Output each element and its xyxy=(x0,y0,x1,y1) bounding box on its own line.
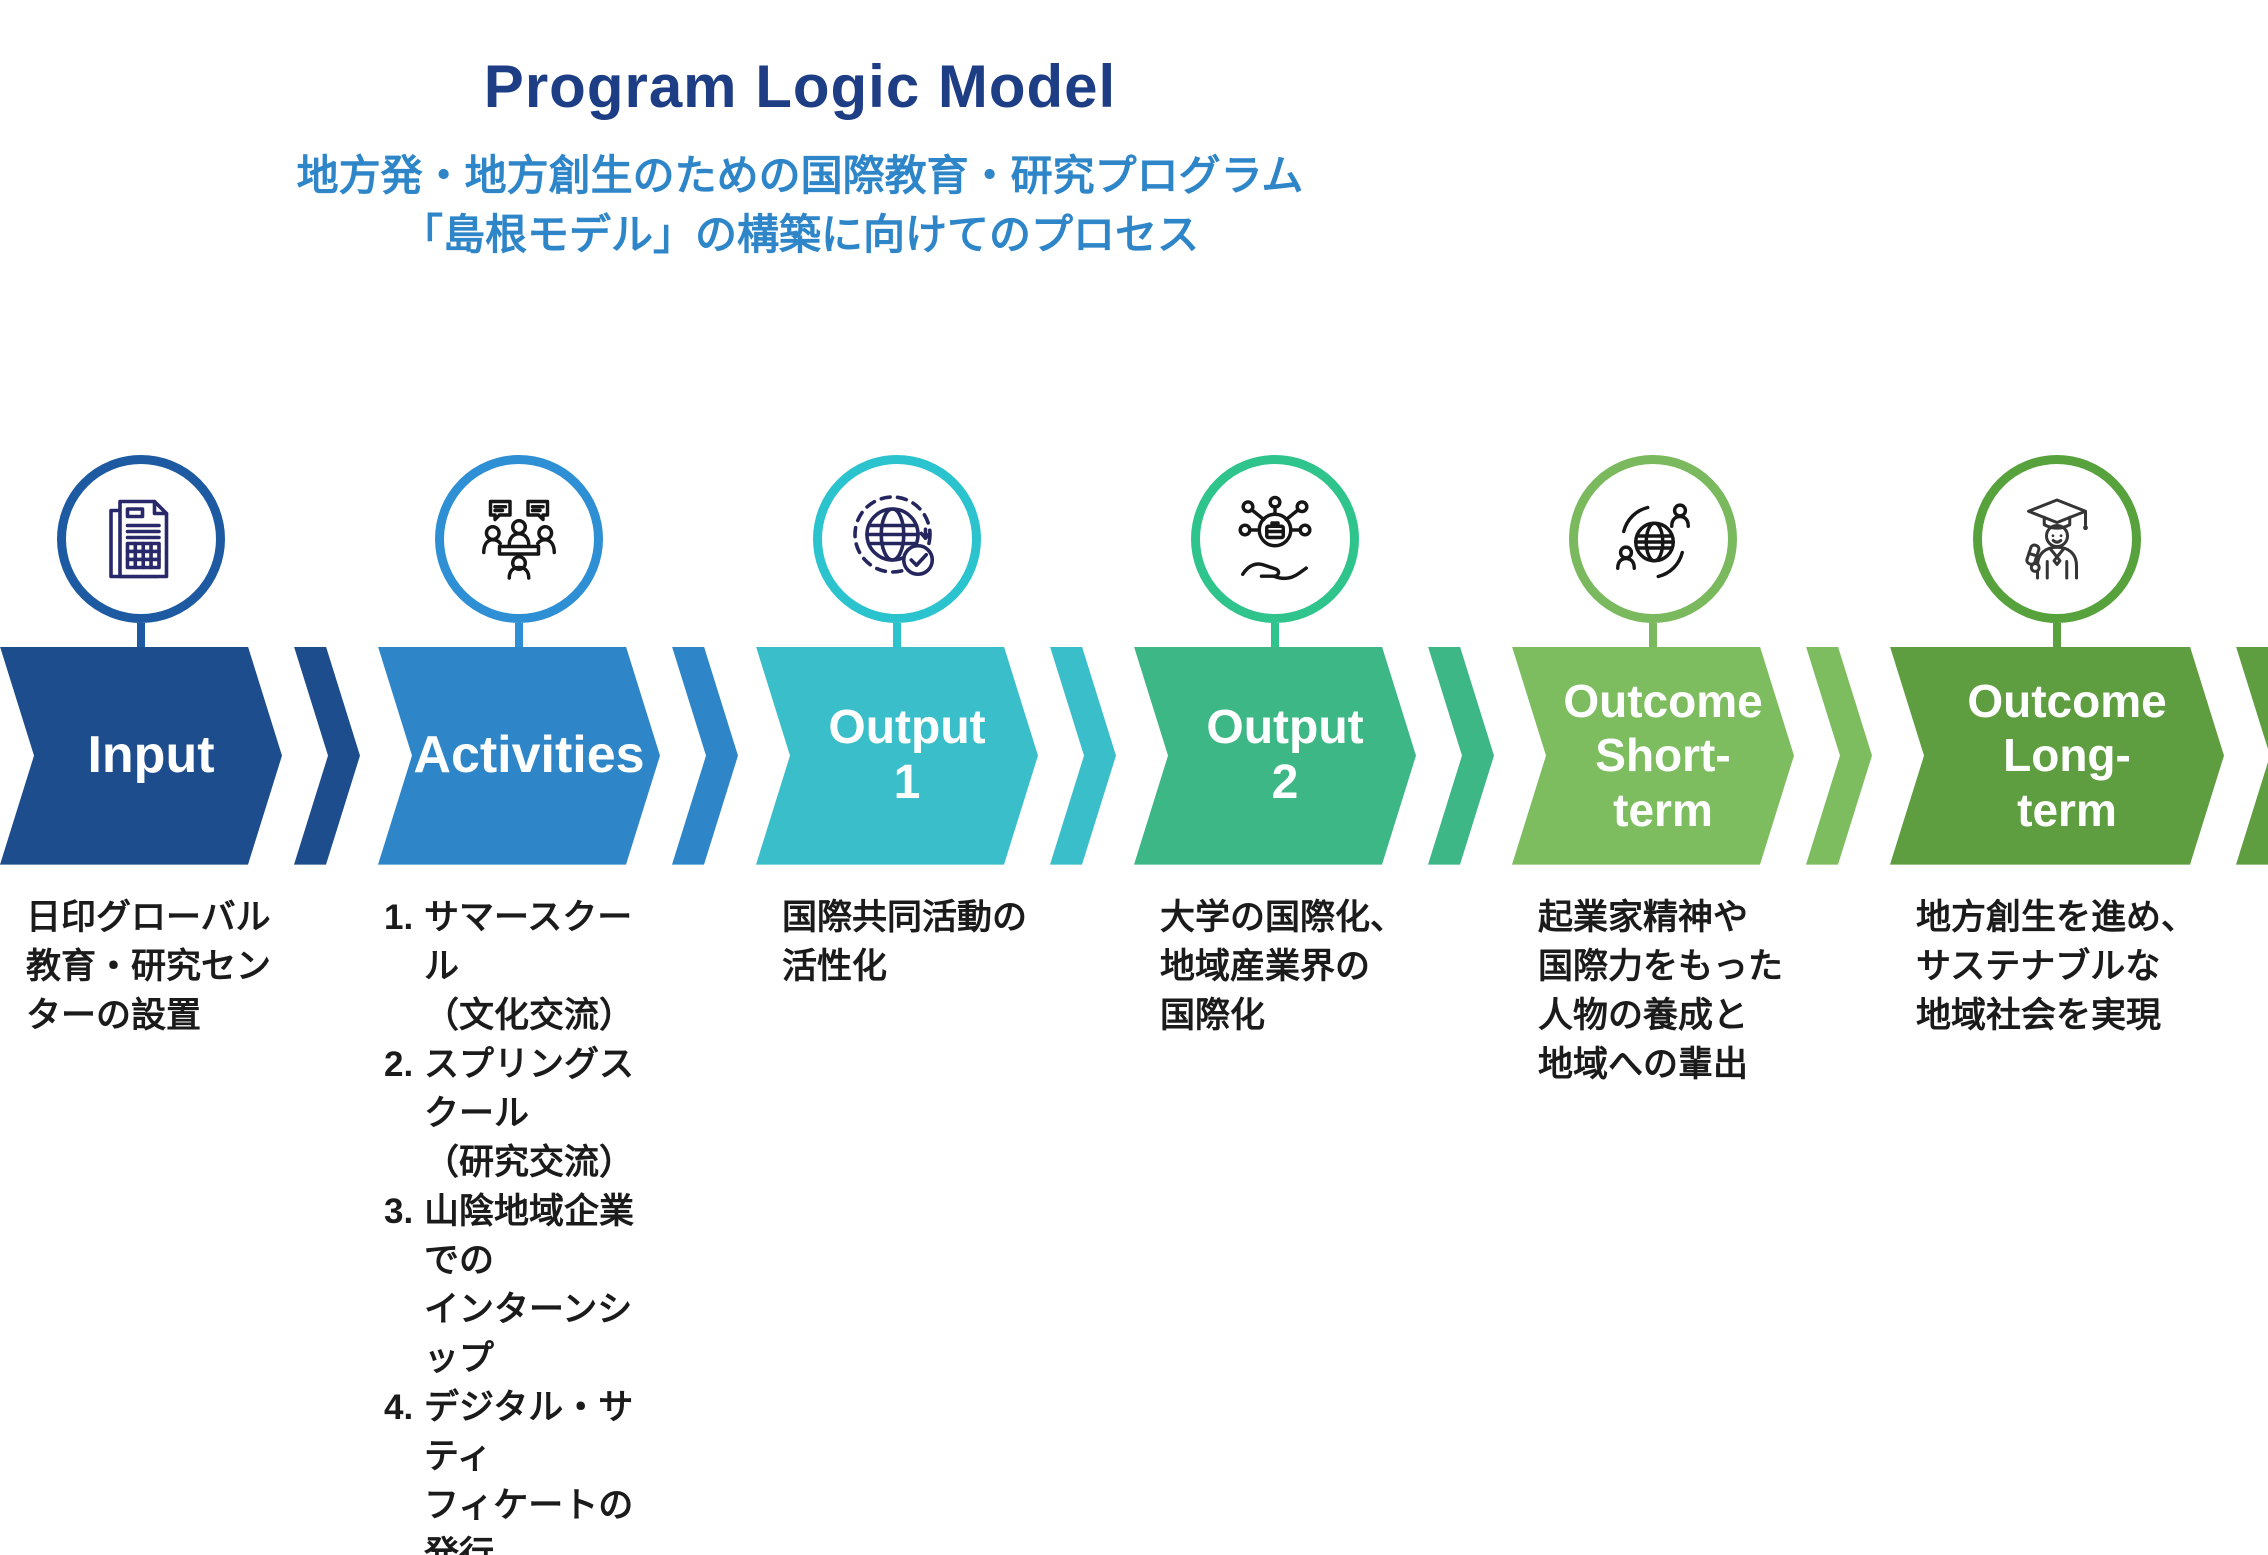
activities-arrow-label: Activities xyxy=(413,725,645,784)
stage-outcome-short-main: Outcome Short- term 起業家精神や 国際力をもった 人物の養成… xyxy=(1512,454,1794,1089)
stage-activities-main: Activities 1. サマースクール （文化交流） 2. スプリングスクー… xyxy=(378,454,660,1555)
outcome-long-arrow-label: Outcome Long- term xyxy=(1967,675,2167,836)
list-item-number: 4. xyxy=(384,1387,414,1427)
input-icon-circle xyxy=(57,454,225,623)
input-description: 日印グローバル 教育・研究セン ターの設置 xyxy=(26,897,272,1035)
outcome-long-icon-circle xyxy=(1973,454,2141,623)
page-subtitle: 地方発・地方創生のための国際教育・研究プログラム 「島根モデル」の構築に向けての… xyxy=(296,152,1304,258)
list-item-text: デジタル・サティ フィケートの発行 xyxy=(424,1387,634,1555)
activities-list-item: 1. サマースクール （文化交流） xyxy=(384,893,660,1040)
stage-output-1-main: Output 1 国際共同活動の 活性化 xyxy=(756,454,1038,991)
outcome-long-arrow: Outcome Long- term xyxy=(1890,647,2224,865)
output-1-tail-chevron xyxy=(1050,646,1116,865)
global-people-icon xyxy=(1616,502,1690,578)
output-2-arrow: Output 2 xyxy=(1134,647,1416,865)
outcome-short-icon-circle xyxy=(1569,454,1737,623)
graduate-icon xyxy=(2025,498,2088,580)
process-flow: Input 日印グローバル 教育・研究セン ターの設置 xyxy=(0,454,2268,1555)
stage-outcome-long-term: Outcome Long- term 地方創生を進め、 サステナブルな 地域社会… xyxy=(1890,454,2268,1555)
output-1-arrow-label: Output 1 xyxy=(828,700,986,809)
activities-icon-circle xyxy=(435,454,603,623)
connector-line xyxy=(2053,622,2061,647)
outcome-long-description: 地方創生を進め、 サステナブルな 地域社会を実現 xyxy=(1916,897,2197,1035)
stage-input-main: Input 日印グローバル 教育・研究セン ターの設置 xyxy=(0,454,282,1040)
output-2-arrow-label: Output 2 xyxy=(1206,700,1364,809)
connector-line xyxy=(1271,622,1279,647)
connector-line xyxy=(515,622,523,647)
input-arrow: Input xyxy=(0,647,282,865)
globe-check-icon xyxy=(853,494,935,576)
stage-outcome-short-term: Outcome Short- term 起業家精神や 国際力をもった 人物の養成… xyxy=(1512,454,1890,1555)
activities-list-item: 3. 山陰地域企業での インターンシップ xyxy=(384,1187,660,1383)
outcome-short-arrow-label: Outcome Short- term xyxy=(1563,675,1763,836)
outcome-long-tail-chevron xyxy=(2236,646,2268,865)
stage-output-2: Output 2 大学の国際化、 地域産業界の 国際化 xyxy=(1134,454,1512,1555)
header: Program Logic Model 地方発・地方創生のための国際教育・研究プ… xyxy=(0,0,1600,265)
business-network-hand-icon xyxy=(1238,495,1312,580)
list-item-number: 3. xyxy=(384,1191,414,1231)
list-item-number: 2. xyxy=(384,1044,414,1084)
connector-line xyxy=(1649,622,1657,647)
output-2-description: 大学の国際化、 地域産業界の 国際化 xyxy=(1160,897,1406,1035)
list-item-text: サマースクール （文化交流） xyxy=(424,897,635,1035)
output-2-icon-circle xyxy=(1191,454,1359,623)
stage-output-1: Output 1 国際共同活動の 活性化 xyxy=(756,454,1134,1555)
activities-arrow: Activities xyxy=(378,647,660,865)
output-2-tail-chevron xyxy=(1428,646,1494,865)
connector-line xyxy=(137,622,145,647)
outcome-short-arrow: Outcome Short- term xyxy=(1512,647,1794,865)
activities-list-item: 2. スプリングスクール （研究交流） xyxy=(384,1040,660,1187)
connector-line xyxy=(893,622,901,647)
input-arrow-label: Input xyxy=(87,725,215,784)
output-1-arrow: Output 1 xyxy=(756,647,1038,865)
output-1-description: 国際共同活動の 活性化 xyxy=(782,897,1028,986)
meeting-discussion-icon xyxy=(482,499,556,580)
activities-tail-chevron xyxy=(672,646,738,865)
stage-output-2-main: Output 2 大学の国際化、 地域産業界の 国際化 xyxy=(1134,454,1416,1040)
document-form-icon xyxy=(109,499,169,578)
output-1-icon-circle xyxy=(813,454,981,623)
outcome-short-tail-chevron xyxy=(1806,646,1872,865)
page-title: Program Logic Model xyxy=(483,53,1117,120)
outcome-short-description: 起業家精神や 国際力をもった 人物の養成と 地域への輩出 xyxy=(1538,897,1784,1084)
list-item-text: 山陰地域企業での インターンシップ xyxy=(424,1191,635,1378)
input-tail-chevron xyxy=(294,646,360,865)
activities-list-item: 4. デジタル・サティ フィケートの発行 xyxy=(384,1383,660,1555)
activities-description-list: 1. サマースクール （文化交流） 2. スプリングスクール （研究交流） 3.… xyxy=(378,865,660,1555)
stage-input: Input 日印グローバル 教育・研究セン ターの設置 xyxy=(0,454,378,1555)
list-item-number: 1. xyxy=(384,897,414,937)
stage-outcome-long-main: Outcome Long- term 地方創生を進め、 サステナブルな 地域社会… xyxy=(1890,454,2224,1040)
stage-activities: Activities 1. サマースクール （文化交流） 2. スプリングスクー… xyxy=(378,454,756,1555)
list-item-text: スプリングスクール （研究交流） xyxy=(424,1044,635,1182)
